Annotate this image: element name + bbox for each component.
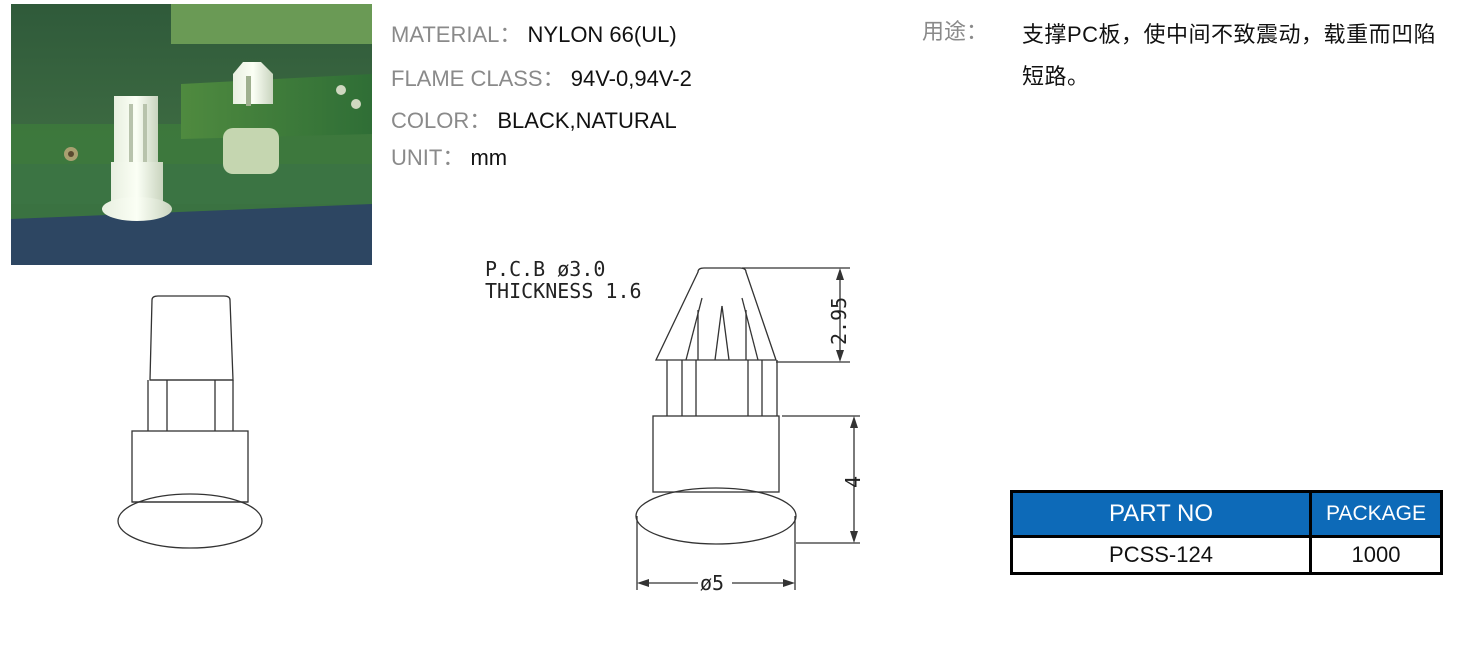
side-view-drawing: [100, 280, 280, 560]
spec-material-value: NYLON 66(UL): [527, 22, 677, 47]
pcb-note-line2: THICKNESS 1.6: [485, 279, 642, 303]
usage-text: 支撑PC板，使中间不致震动，载重而凹陷短路。: [1022, 22, 1437, 89]
spec-flame-class-label: FLAME CLASS：: [391, 66, 565, 91]
spec-color-label: COLOR：: [391, 108, 492, 133]
spec-color: COLOR： BLACK,NATURAL: [391, 103, 677, 135]
spec-unit: UNIT： mm: [391, 140, 507, 172]
part-table: PART NO PACKAGE PCSS-124 1000: [1010, 490, 1443, 575]
header-package: PACKAGE: [1309, 490, 1443, 538]
dimension-drawing: P.C.B ø3.0 THICKNESS 1.6: [470, 250, 890, 610]
spec-flame-class-value: 94V-0,94V-2: [570, 66, 692, 91]
spec-unit-value: mm: [470, 145, 508, 170]
dim-top-height: 2.95: [827, 297, 851, 345]
pcb-note-line1: P.C.B ø3.0: [485, 257, 605, 281]
spec-flame-class: FLAME CLASS： 94V-0,94V-2: [391, 61, 692, 93]
table-header-row: PART NO PACKAGE: [1010, 490, 1443, 538]
table-row: PCSS-124 1000: [1010, 535, 1443, 575]
usage-label: 用途：: [922, 19, 989, 44]
dim-base-height: 4: [841, 476, 865, 488]
header-part-no: PART NO: [1010, 490, 1312, 538]
cell-package: 1000: [1309, 535, 1443, 575]
spec-color-value: BLACK,NATURAL: [497, 108, 677, 133]
spec-material: MATERIAL： NYLON 66(UL): [391, 17, 677, 49]
spec-unit-label: UNIT：: [391, 145, 465, 170]
dim-diameter: ø5: [700, 571, 724, 595]
spec-material-label: MATERIAL：: [391, 22, 522, 47]
cell-part-no: PCSS-124: [1010, 535, 1312, 575]
product-photo: [11, 4, 372, 265]
